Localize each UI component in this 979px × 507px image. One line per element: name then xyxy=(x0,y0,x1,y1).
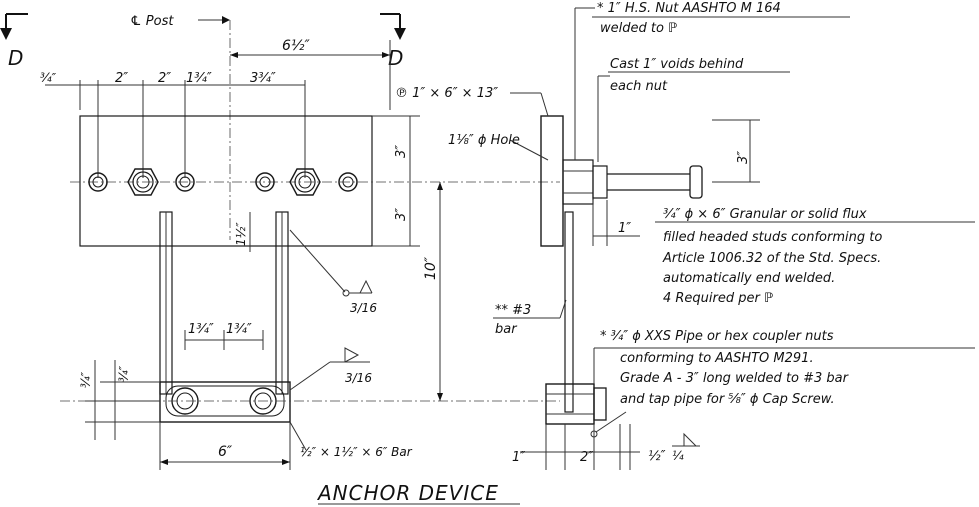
dim-10: 10″ xyxy=(423,256,439,280)
note-pipe-3: Grade A - 3″ long welded to #3 bar xyxy=(620,371,850,386)
drawing-title: ANCHOR DEVICE xyxy=(316,481,499,505)
note-stud-4: automatically end welded. xyxy=(663,271,835,286)
note-stud-1: ¾″ ϕ × 6″ Granular or solid flux xyxy=(663,207,867,222)
note-pipe-4: and tap pipe for ⅝″ ϕ Cap Screw. xyxy=(620,392,835,407)
note-nut-line2: welded to ℙ xyxy=(600,21,677,36)
anchor-plate-front xyxy=(79,115,373,247)
dim-plate-3-a: 3″ xyxy=(394,145,409,158)
weld-3-16-a: 3/16 xyxy=(350,301,377,315)
dim-2-a: 2″ xyxy=(115,71,128,86)
dim-plate-3-b: 3″ xyxy=(394,208,409,221)
pipe-coupler-side xyxy=(545,383,595,425)
note-nut-line1: * 1″ H.S. Nut AASHTO M 164 xyxy=(597,1,781,16)
note-pipe-1: * ¾″ ϕ XXS Pipe or hex coupler nuts xyxy=(600,329,834,344)
dim-3-3-4: 3¾″ xyxy=(250,71,276,86)
dim-6-half: 6½″ xyxy=(282,38,310,54)
weld-1-4: ¼ xyxy=(672,449,684,463)
post-centerline-label: ℄ Post xyxy=(130,14,174,29)
section-arrow-left xyxy=(0,13,28,40)
dim-left-3-4-a: ¾″ xyxy=(79,371,93,388)
note-stud-3: Article 1006.32 of the Std. Specs. xyxy=(662,251,881,266)
section-arrow-right xyxy=(380,13,406,40)
note-hole: 1⅛″ ϕ Hole xyxy=(448,133,520,148)
note-stud-2: filled headed studs conforming to xyxy=(663,230,882,245)
note-voids-line2: each nut xyxy=(610,79,668,94)
section-label-left: D xyxy=(8,46,23,70)
bar-3-label-2: bar xyxy=(495,322,518,337)
dim-1-3-4: 1¾″ xyxy=(186,71,212,86)
front-bars xyxy=(159,211,289,395)
dim-bottom-2: 2″ xyxy=(580,450,593,465)
dim-side-3: 3″ xyxy=(736,151,751,164)
dim-bottom-6: 6″ xyxy=(218,444,233,460)
dim-3-4-left: ¾″ xyxy=(40,71,57,85)
bar-3-label-1: ** #3 xyxy=(495,303,531,318)
dim-bottom-half: ½″ xyxy=(648,449,666,464)
bar-3-side xyxy=(564,211,574,413)
dim-inner-1-3-4-b: 1¾″ xyxy=(226,322,252,337)
note-plate: ℗ 1″ × 6″ × 13″ xyxy=(395,86,498,101)
nut-side xyxy=(562,159,594,205)
dim-2-b: 2″ xyxy=(158,71,171,86)
note-stud-5: 4 Required per ℙ xyxy=(663,291,773,306)
note-bar: ½″ × 1½″ × 6″ Bar xyxy=(300,445,413,459)
weld-3-16-b: 3/16 xyxy=(345,371,372,385)
note-voids-line1: Cast 1″ voids behind xyxy=(610,57,744,72)
dim-inner-1-3-4-a: 1¾″ xyxy=(188,322,214,337)
note-pipe-2: conforming to AASHTO M291. xyxy=(620,351,814,366)
section-label-right: D xyxy=(388,46,403,70)
anchor-plate-side xyxy=(540,115,564,247)
dim-bottom-1: 1″ xyxy=(512,450,525,465)
bottom-bar-front xyxy=(159,381,291,423)
dim-side-1: 1″ xyxy=(618,221,631,236)
dim-bar-1-half: 1½″ xyxy=(234,222,248,246)
stud-head xyxy=(689,165,703,199)
top-dimension-chain xyxy=(45,40,391,178)
dim-left-3-4-b: ¾″ xyxy=(117,365,131,382)
plate-holes xyxy=(88,168,358,196)
